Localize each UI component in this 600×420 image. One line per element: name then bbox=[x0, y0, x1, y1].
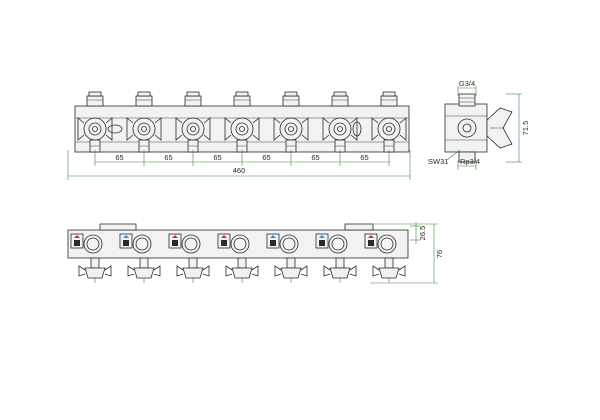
front-valve bbox=[77, 91, 113, 153]
front-valve bbox=[273, 91, 309, 153]
offset-label: 26.5 bbox=[418, 226, 427, 241]
wrench-label: SW31 bbox=[428, 157, 448, 166]
side-view: G3/4 71.5 SW31 Rp3/4 bbox=[428, 79, 530, 170]
port-badge bbox=[315, 233, 329, 249]
bottom-port bbox=[70, 233, 112, 283]
side-bottom-fitting bbox=[458, 151, 476, 163]
spacing-label: 65 bbox=[311, 153, 319, 162]
bottom-port bbox=[217, 233, 259, 283]
thread-top-label: G3/4 bbox=[459, 79, 475, 88]
port-badge bbox=[266, 233, 280, 249]
front-valve bbox=[371, 91, 407, 153]
bottom-port bbox=[364, 233, 406, 283]
front-valve bbox=[224, 91, 260, 153]
bottom-port bbox=[168, 233, 210, 283]
port-badge bbox=[70, 233, 84, 249]
port-badge bbox=[217, 233, 231, 249]
port-symbol-icon bbox=[270, 240, 276, 246]
mounting-slot-right bbox=[352, 121, 362, 137]
thread-bottom-label: Rp3/4 bbox=[460, 157, 480, 166]
port-symbol-icon bbox=[319, 240, 325, 246]
flow-arrow-icon bbox=[74, 235, 80, 238]
dimension-overall: 460 bbox=[67, 150, 411, 180]
side-body bbox=[444, 103, 488, 153]
spacing-label: 65 bbox=[115, 153, 123, 162]
spacing-label: 65 bbox=[164, 153, 172, 162]
flow-arrow-icon bbox=[319, 235, 325, 238]
flow-arrow-icon bbox=[221, 235, 227, 238]
side-top-fitting bbox=[458, 93, 476, 107]
flow-arrow-icon bbox=[172, 235, 178, 238]
bottom-view: 26.5 76 bbox=[67, 222, 444, 284]
spacing-label: 65 bbox=[213, 153, 221, 162]
front-valve bbox=[175, 91, 211, 153]
spacing-label: 65 bbox=[360, 153, 368, 162]
port-symbol-icon bbox=[123, 240, 129, 246]
height-label: 71.5 bbox=[521, 121, 530, 136]
flow-arrow-icon bbox=[368, 235, 374, 238]
port-symbol-icon bbox=[221, 240, 227, 246]
bottom-height-label: 76 bbox=[435, 250, 444, 258]
bottom-port bbox=[266, 233, 308, 283]
front-valve bbox=[126, 91, 162, 153]
bottom-port bbox=[315, 233, 357, 283]
front-view: 65 65 65 65 65 65 460 bbox=[67, 91, 411, 180]
port-badge bbox=[119, 233, 133, 249]
mounting-slot-left bbox=[107, 124, 123, 134]
port-symbol-icon bbox=[172, 240, 178, 246]
dimension-spacing: 65 65 65 65 65 65 bbox=[94, 150, 390, 166]
port-badge bbox=[364, 233, 378, 249]
flow-arrow-icon bbox=[270, 235, 276, 238]
bottom-port bbox=[119, 233, 161, 283]
front-valve bbox=[322, 91, 358, 153]
port-symbol-icon bbox=[368, 240, 374, 246]
overall-width-label: 460 bbox=[233, 166, 246, 175]
spacing-label: 65 bbox=[262, 153, 270, 162]
port-symbol-icon bbox=[74, 240, 80, 246]
port-badge bbox=[168, 233, 182, 249]
flow-arrow-icon bbox=[123, 235, 129, 238]
